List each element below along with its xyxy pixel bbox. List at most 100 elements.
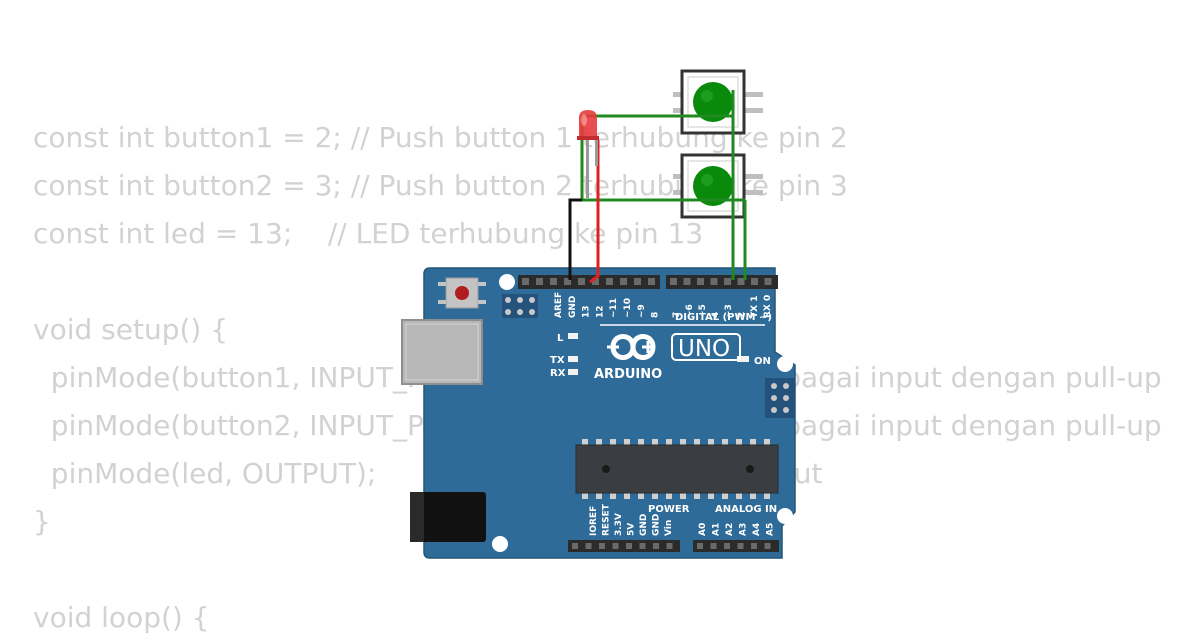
- digital-pin-label: TX 1: [750, 296, 760, 318]
- onboard-led-on: ON: [737, 356, 771, 367]
- mounting-hole: [777, 356, 793, 372]
- usb-connector: [401, 319, 483, 385]
- mounting-hole: [492, 536, 508, 552]
- svg-text:ON: ON: [754, 356, 771, 367]
- icsp-header-right: [765, 378, 795, 418]
- power-header: [568, 540, 680, 552]
- atmega-chip: [575, 439, 779, 499]
- header-hole[interactable]: [751, 543, 757, 549]
- header-hole[interactable]: [751, 278, 758, 285]
- onboard-led-l: L: [557, 333, 578, 344]
- code-line: }: [33, 505, 51, 538]
- header-hole[interactable]: [724, 278, 731, 285]
- mounting-hole: [777, 508, 793, 524]
- header-hole[interactable]: [737, 543, 744, 549]
- digital-pin-label: 2: [737, 312, 747, 318]
- header-hole[interactable]: [666, 543, 673, 549]
- wire-red-pin13: [589, 140, 600, 284]
- analog-pin-label: A5: [766, 523, 776, 536]
- digital-pin-label: ~6: [685, 304, 695, 318]
- header-hole[interactable]: [612, 543, 619, 549]
- header-hole[interactable]: [599, 543, 605, 549]
- header-hole[interactable]: [764, 543, 771, 549]
- header-hole[interactable]: [697, 543, 703, 549]
- digital-pin-label: 12: [595, 305, 605, 318]
- analog-label: ANALOG IN: [715, 504, 777, 515]
- header-hole[interactable]: [710, 278, 718, 285]
- digital-pin-label: ~11: [609, 298, 619, 318]
- header-hole[interactable]: [764, 278, 772, 285]
- power-pin-label: Vin: [664, 520, 674, 536]
- header-hole[interactable]: [670, 278, 677, 285]
- code-line: const int button1 = 2; // Push button 1 …: [33, 121, 848, 154]
- analog-pin-label: A2: [725, 523, 735, 536]
- header-hole[interactable]: [653, 543, 659, 549]
- analog-pin-label: A4: [752, 523, 762, 536]
- digital-label: DIGITAL (PWM ~): [675, 312, 772, 323]
- uno-badge: UNO: [671, 333, 741, 362]
- power-pin-label: IOREF: [589, 506, 599, 536]
- header-hole[interactable]: [550, 278, 557, 285]
- digital-pin-label: RX 0: [763, 295, 773, 318]
- digital-pin-label: 13: [582, 305, 592, 318]
- digital-pin-label: ~10: [623, 298, 633, 318]
- digital-pin-label: 8: [651, 312, 661, 318]
- analog-pin-label: A3: [739, 523, 749, 536]
- header-hole[interactable]: [626, 543, 632, 549]
- svg-text:ARDUINO: ARDUINO: [594, 367, 662, 382]
- digital-pin-label: ~9: [637, 304, 647, 318]
- header-hole[interactable]: [683, 278, 691, 285]
- wire-black-gnd: [568, 198, 582, 280]
- header-hole[interactable]: [620, 278, 627, 285]
- header-hole[interactable]: [634, 278, 641, 285]
- dc-power-jack: [410, 492, 486, 542]
- code-line: const int led = 13; // LED terhubung ke …: [33, 217, 704, 250]
- push-button-1[interactable]: [673, 69, 763, 135]
- red-led: [577, 110, 599, 198]
- svg-text:TX: TX: [550, 355, 565, 366]
- header-hole[interactable]: [639, 543, 646, 549]
- analog-pin-label: A1: [712, 523, 722, 536]
- onboard-led-tx: TX: [550, 355, 578, 366]
- header-hole[interactable]: [710, 543, 717, 549]
- arduino-logo: ARDUINO: [594, 334, 662, 382]
- reset-button[interactable]: [438, 277, 486, 309]
- svg-text:UNO: UNO: [678, 336, 730, 362]
- svg-text:RX: RX: [550, 368, 566, 379]
- power-pin-label: GND: [652, 514, 662, 536]
- power-pin-label: 5V: [627, 523, 637, 536]
- digital-pin-label: ~5: [698, 304, 708, 318]
- header-hole[interactable]: [606, 278, 613, 285]
- digital-pin-label: 4: [711, 312, 721, 318]
- header-hole[interactable]: [724, 543, 730, 549]
- header-hole[interactable]: [585, 543, 592, 549]
- power-label: POWER: [648, 504, 690, 515]
- header-hole[interactable]: [592, 278, 599, 285]
- header-hole[interactable]: [564, 278, 571, 285]
- header-hole[interactable]: [572, 543, 578, 549]
- onboard-led-rx: RX: [550, 368, 578, 379]
- header-hole[interactable]: [578, 278, 585, 285]
- icsp-header-top: [502, 294, 538, 318]
- digital-pin-label: GND: [568, 296, 578, 318]
- push-button-2[interactable]: [673, 153, 763, 219]
- code-line: void setup() {: [33, 313, 229, 346]
- header-hole[interactable]: [536, 278, 543, 285]
- digital-header-right: [666, 275, 778, 289]
- code-line: void loop() {: [33, 601, 210, 634]
- analog-pin-label: A0: [698, 523, 708, 536]
- digital-pin-label: 7: [672, 312, 682, 318]
- mounting-hole: [499, 274, 515, 290]
- power-pin-label: GND: [639, 514, 649, 536]
- header-hole[interactable]: [648, 278, 655, 285]
- header-hole[interactable]: [697, 278, 704, 285]
- power-pin-label: RESET: [602, 503, 612, 536]
- header-hole[interactable]: [522, 278, 529, 285]
- svg-text:L: L: [557, 333, 564, 344]
- power-pin-label: 3.3V: [614, 513, 624, 536]
- digital-pin-label: ~3: [724, 304, 734, 318]
- digital-pin-label: AREF: [554, 292, 564, 318]
- header-hole[interactable]: [737, 278, 745, 285]
